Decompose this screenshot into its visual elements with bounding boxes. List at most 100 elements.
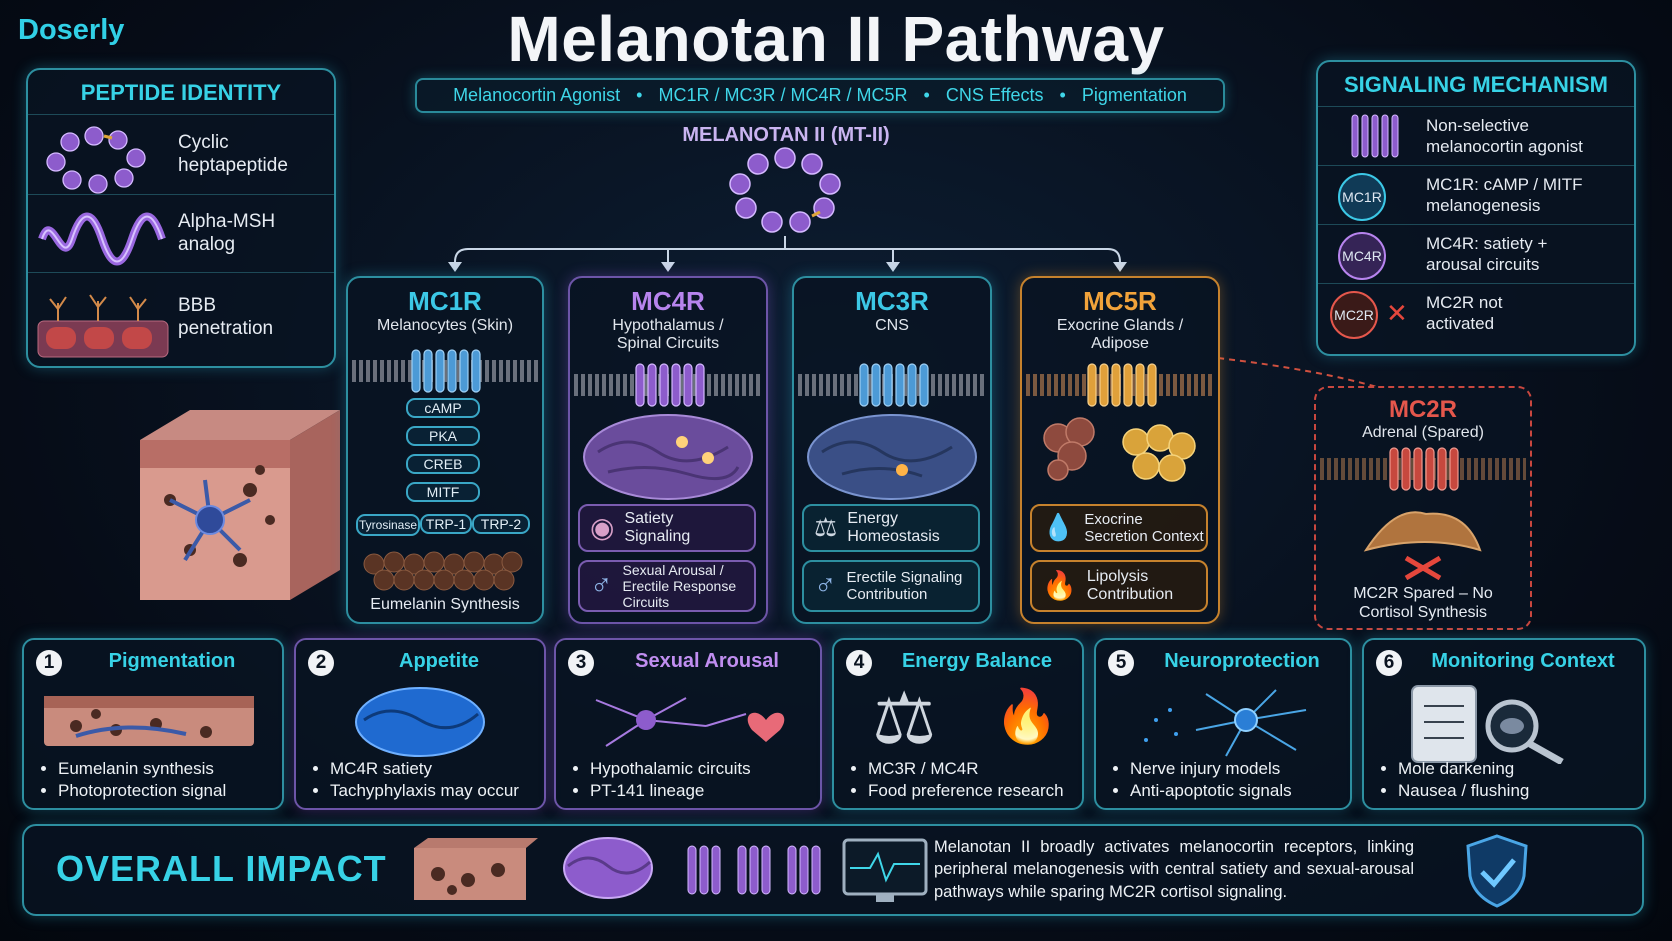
male-symbol-icon: ♂ xyxy=(814,568,837,602)
mc2r-note: MC2R Spared – No Cortisol Synthesis xyxy=(1353,585,1493,622)
receptor-name: MC5R xyxy=(1083,286,1157,316)
mc2r-badge: MC2R xyxy=(1330,291,1378,339)
enzyme-tyrosinase: Tyrosinase xyxy=(356,514,420,536)
tag: CNS Effects xyxy=(945,85,1044,105)
receptor-name: MC2R xyxy=(1388,396,1457,423)
signaling-heading: SIGNALING MECHANISM xyxy=(1344,72,1608,97)
receptor-mc3r-icon xyxy=(859,363,929,407)
cross-icon: ✕ xyxy=(1386,298,1408,328)
identity-text: BBB penetration xyxy=(178,295,274,339)
barrier-icon xyxy=(37,294,169,358)
scale-icon: ⚖ xyxy=(872,679,937,759)
enzyme-trp2: TRP-2 xyxy=(472,514,530,534)
effect-card-sexual-arousal: 3 Sexual Arousal Hypothalamic circuits P… xyxy=(554,638,822,810)
receptor-name: MC3R xyxy=(855,286,929,316)
mechanism-row: MC2R ✕ MC2R not activated xyxy=(1318,283,1634,343)
step-number: 4 xyxy=(846,650,872,676)
skin-layer-icon xyxy=(44,696,254,746)
peptide-identity-heading: PEPTIDE IDENTITY xyxy=(80,80,282,105)
neuron-icon xyxy=(1144,689,1307,757)
male-symbol-icon: ♂ xyxy=(590,568,613,602)
receptor-mc1r-icon xyxy=(411,349,481,393)
effect-card-neuroprotection: 5 Neuroprotection Nerve injury models An… xyxy=(1094,638,1352,810)
effect-bullets: Nerve injury models Anti-apoptotic signa… xyxy=(1110,758,1292,802)
receptor-card-mc5r: MC5R Exocrine Glands / Adipose 💧 Exocrin… xyxy=(1020,276,1220,624)
clipboard-magnifier-icon xyxy=(1411,685,1564,764)
identity-text: Cyclic heptapeptide xyxy=(178,132,288,176)
overall-heading: OVERALL IMPACT xyxy=(56,848,387,889)
flame-icon: 🔥 xyxy=(994,688,1059,746)
mc4r-badge: MC4R xyxy=(1338,232,1386,280)
bullet: MC3R / MC4R xyxy=(868,758,1064,780)
neuron-heart-icon xyxy=(595,697,785,747)
effect-text: Exocrine Secretion Context xyxy=(1084,510,1204,545)
effect-title: Pigmentation xyxy=(108,650,236,672)
effect-text: Erectile Signaling Contribution xyxy=(846,568,963,603)
bullet: Mole darkening xyxy=(1398,758,1529,780)
step-number: 1 xyxy=(36,650,62,676)
receptor-location: Melanocytes (Skin) xyxy=(376,317,514,334)
signaling-mechanism-panel: SIGNALING MECHANISM Non-selective melano… xyxy=(1316,60,1636,356)
bullet: Photoprotection signal xyxy=(58,780,226,802)
receptor-mc5r-icon xyxy=(1087,363,1157,407)
gland-adipose-icon xyxy=(1043,417,1196,482)
skin-block-icon xyxy=(414,838,538,900)
bullet: Anti-apoptotic signals xyxy=(1130,780,1292,802)
effect-text: Sexual Arousal / Erectile Response Circu… xyxy=(622,561,737,611)
skin-section-icon xyxy=(140,410,340,600)
step-number: 6 xyxy=(1376,650,1402,676)
effect-box: ♂ Erectile Signaling Contribution xyxy=(802,560,980,612)
effect-box: ◉ Satiety Signaling xyxy=(578,504,756,552)
cascade-step: MITF xyxy=(406,482,480,502)
tag: Pigmentation xyxy=(1081,85,1187,105)
receptor-cluster-icon xyxy=(1351,114,1399,158)
bullet: Food preference research xyxy=(868,780,1064,802)
mechanism-text: Non-selective melanocortin agonist xyxy=(1426,116,1583,156)
effect-title: Monitoring Context xyxy=(1431,650,1615,672)
receptor-location: Adrenal (Spared) xyxy=(1362,424,1484,441)
effect-box: 🔥 Lipolysis Contribution xyxy=(1030,560,1208,612)
overall-impact-panel: OVERALL IMPACT Melanotan II broadly acti… xyxy=(22,824,1644,916)
brain-icon xyxy=(583,414,753,500)
shield-check-icon xyxy=(1466,834,1528,908)
receptor-card-mc3r: MC3R CNS ⚖ Energy Homeostasis ♂ Erectile… xyxy=(792,276,992,624)
effect-card-pigmentation: 1 Pigmentation Eumelanin synthesis Photo… xyxy=(22,638,284,810)
tag-bar: Melanocortin Agonist• MC1R / MC3R / MC4R… xyxy=(415,78,1225,113)
effect-title: Appetite xyxy=(399,650,479,672)
effect-card-energy-balance: 4 Energy Balance ⚖ 🔥 MC3R / MC4R Food pr… xyxy=(832,638,1084,810)
identity-row: Alpha-MSH analog xyxy=(28,194,334,273)
adrenal-gland-icon xyxy=(1363,511,1482,580)
helix-icon xyxy=(38,212,166,266)
output-label: Eumelanin Synthesis xyxy=(370,596,520,613)
identity-row: BBB penetration xyxy=(28,272,334,363)
cyclic-peptide-icon xyxy=(46,126,146,194)
effect-card-appetite: 2 Appetite MC4R satiety Tachyphylaxis ma… xyxy=(294,638,546,810)
brain-icon xyxy=(355,687,485,757)
page-title: Melanotan II Pathway xyxy=(507,3,1165,75)
effect-text: Energy Homeostasis xyxy=(847,509,940,545)
cascade-step: CREB xyxy=(406,454,480,474)
droplet-icon: 💧 xyxy=(1042,512,1075,543)
brain-icon xyxy=(563,837,653,899)
receptor-name: MC4R xyxy=(631,286,705,316)
effect-title: Neuroprotection xyxy=(1164,650,1320,672)
receptor-cluster-icon xyxy=(687,845,821,895)
bullet: Nausea / flushing xyxy=(1398,780,1529,802)
bullet: Tachyphylaxis may occur xyxy=(330,780,519,802)
identity-text: Alpha-MSH analog xyxy=(178,211,276,255)
overall-text: Melanotan II broadly activates melanocor… xyxy=(934,838,1414,901)
brain-icon xyxy=(807,414,977,500)
step-number: 3 xyxy=(568,650,594,676)
receptor-location: CNS xyxy=(875,317,909,334)
receptor-mc4r-icon xyxy=(635,363,705,407)
scale-icon: ⚖ xyxy=(814,512,838,543)
identity-row: Cyclic heptapeptide xyxy=(28,114,334,195)
mt2-peptide-icon xyxy=(729,147,841,233)
cascade-step: cAMP xyxy=(406,398,480,418)
tag: MC1R / MC3R / MC4R / MC5R xyxy=(658,85,908,105)
monitor-icon xyxy=(842,838,928,902)
bullet: Eumelanin synthesis xyxy=(58,758,226,780)
effect-text: Lipolysis Contribution xyxy=(1086,567,1174,603)
enzyme-trp1: TRP-1 xyxy=(420,514,472,534)
